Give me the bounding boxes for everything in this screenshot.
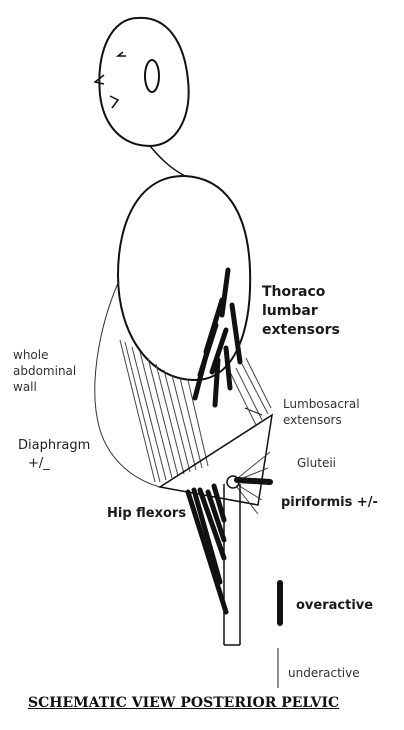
head-outline bbox=[99, 18, 188, 146]
label-line: lumbar bbox=[262, 302, 340, 321]
label-line: Thoraco bbox=[262, 283, 340, 302]
diaphragm-label: Diaphragm +/_ bbox=[18, 437, 90, 473]
label-line: abdominal bbox=[13, 363, 76, 379]
ear-icon bbox=[145, 60, 159, 92]
neck bbox=[150, 146, 185, 176]
mouth-icon bbox=[110, 96, 118, 108]
abdominal-wall-label: whole abdominal wall bbox=[13, 347, 76, 395]
label-line: Diaphragm bbox=[18, 437, 90, 455]
eye-icon bbox=[118, 52, 126, 56]
label-line: +/_ bbox=[18, 455, 90, 473]
label-line: Lumbosacral bbox=[283, 396, 360, 412]
thoracolumbar-stroke bbox=[195, 340, 210, 398]
piriformis-stroke bbox=[237, 480, 270, 482]
lumbosacral-fiber bbox=[246, 358, 271, 408]
abdominal-wall-outline bbox=[95, 283, 160, 487]
abdominal-wall bbox=[95, 283, 208, 487]
label-line: wall bbox=[13, 379, 76, 395]
torso-outline bbox=[118, 176, 250, 380]
thoracolumbar-stroke bbox=[222, 270, 228, 315]
abdominal-fiber bbox=[164, 370, 190, 472]
abdominal-fiber bbox=[132, 347, 166, 480]
gluteii-label: Gluteii bbox=[297, 456, 336, 470]
abdominal-fiber bbox=[140, 352, 172, 478]
piriformis-label: piriformis +/- bbox=[281, 495, 378, 510]
legend-overactive-label: overactive bbox=[296, 598, 373, 613]
label-line: extensors bbox=[283, 412, 360, 428]
lumbosacral-fiber bbox=[230, 372, 256, 425]
figure-caption: SCHEMATIC VIEW POSTERIOR PELVIC bbox=[28, 695, 339, 711]
head bbox=[95, 18, 189, 146]
legend-underactive-label: underactive bbox=[288, 666, 360, 680]
thoracolumbar-stroke bbox=[215, 360, 218, 405]
thoracolumbar-stroke bbox=[226, 348, 230, 388]
thoracolumbar-extensors-label: Thoraco lumbar extensors bbox=[262, 283, 340, 340]
abdominal-fiber bbox=[172, 375, 196, 470]
label-line: whole bbox=[13, 347, 76, 363]
hip-flexors-label: Hip flexors bbox=[107, 506, 186, 521]
label-line: extensors bbox=[262, 321, 340, 340]
lumbosacral-extensors-fibers bbox=[230, 358, 271, 425]
lumbosacral-extensors-label: Lumbosacral extensors bbox=[283, 396, 360, 428]
